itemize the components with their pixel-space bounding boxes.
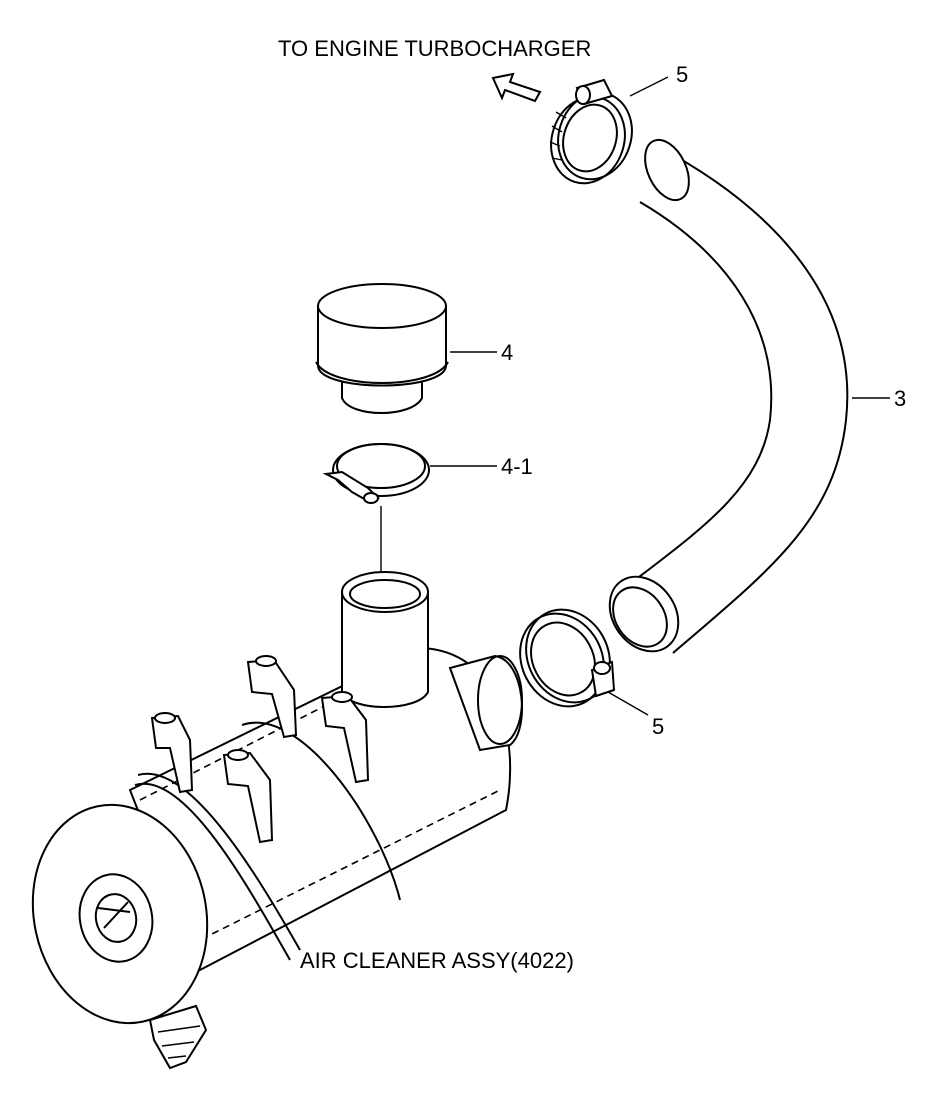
air-cleaner-assy-label: AIR CLEANER ASSY(4022) (300, 948, 574, 973)
callout-cap-clamp: 4-1 (501, 454, 533, 479)
hose-clamp-bottom (519, 608, 616, 708)
leader-line-clamp-bottom (607, 691, 649, 716)
air-hose (608, 138, 849, 654)
callout-clamp-bottom: 5 (652, 714, 664, 739)
leader-line-clamp-top (629, 76, 669, 97)
callout-clamp-top: 5 (676, 62, 688, 87)
callout-hose: 3 (894, 386, 906, 411)
hose-clamp-top (549, 78, 633, 185)
title-to-engine-turbocharger: TO ENGINE TURBOCHARGER (278, 36, 591, 61)
flow-arrow-icon (491, 72, 542, 103)
air-cleaner-assembly (31, 571, 523, 1070)
precleaner-cap (315, 283, 449, 414)
callout-cap: 4 (501, 340, 513, 365)
cap-clamp (322, 443, 430, 504)
